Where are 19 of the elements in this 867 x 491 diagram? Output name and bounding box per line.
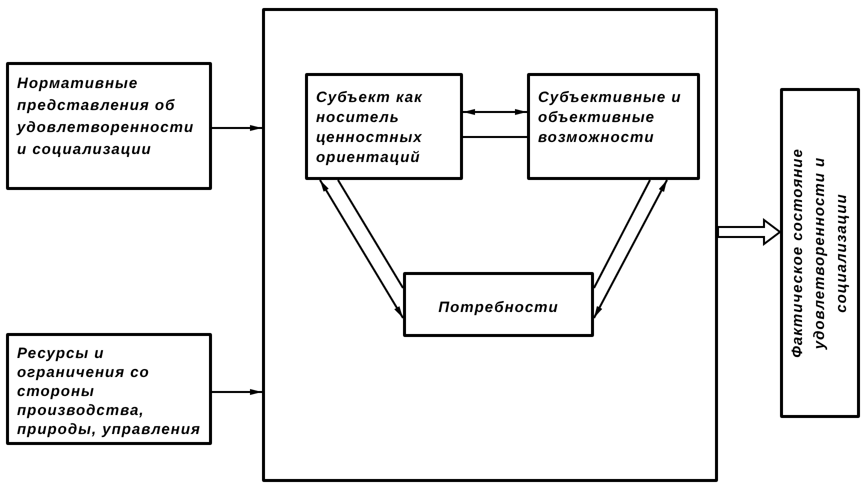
arrow	[593, 180, 668, 318]
arrow	[212, 389, 262, 395]
box-text: Субъект как носитель ценностных ориентаций	[315, 88, 424, 168]
box-text: Нормативные представления об удовлетворенности и социализации	[16, 74, 196, 160]
arrow	[319, 179, 404, 319]
arrow	[463, 109, 527, 115]
frame-box	[262, 8, 718, 482]
text-box	[527, 73, 700, 180]
text-box	[6, 333, 212, 445]
hollow-arrow	[717, 218, 782, 246]
box-text: Субъективные и объективные возможности	[537, 88, 683, 148]
text-box	[6, 62, 212, 190]
box-text: Фактическое состояние удовлетворенности и социализации	[788, 147, 851, 360]
text-box	[305, 73, 463, 180]
text-box	[403, 272, 594, 337]
text-box	[780, 88, 860, 418]
arrow	[212, 125, 262, 131]
box-text: Потребности	[437, 298, 560, 318]
box-text: Ресурсы и ограничения со стороны производства, природы, управления	[16, 344, 202, 439]
